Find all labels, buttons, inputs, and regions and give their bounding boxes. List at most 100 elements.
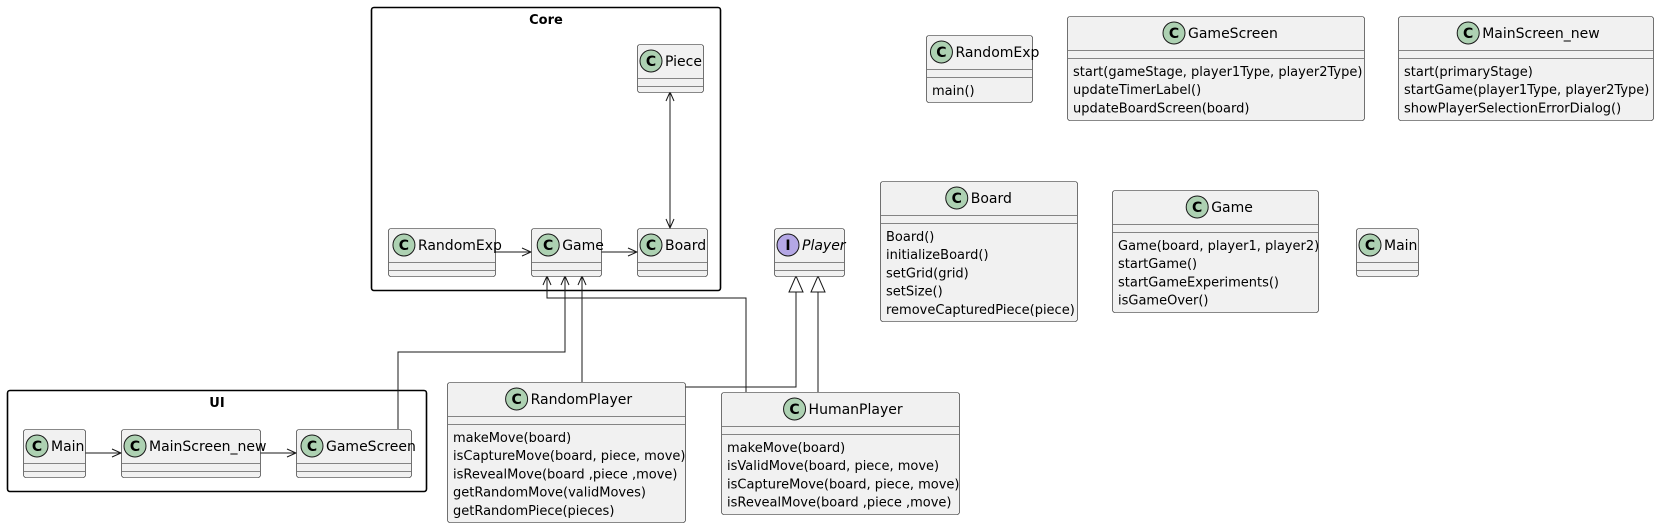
- class-name: Game: [562, 238, 604, 254]
- class-icon: [25, 434, 49, 458]
- class-name: Game: [1211, 200, 1253, 216]
- class-gamescreen: C GameScreen start(gameStage, player1Type,…: [1067, 16, 1365, 121]
- stereotype-letter: C: [1365, 238, 1375, 254]
- class-box: [1067, 16, 1365, 121]
- stereotype-letter: C: [1463, 26, 1473, 42]
- class-name: Piece: [665, 54, 702, 70]
- class-name: Board: [971, 191, 1012, 207]
- method: initializeBoard(): [886, 248, 989, 263]
- method: updateBoardScreen(board): [1073, 101, 1249, 116]
- class-name: MainScreen_new: [1482, 26, 1600, 42]
- method: setSize(): [886, 285, 943, 300]
- class-box: [721, 392, 960, 515]
- class-ui-main: C Main: [23, 429, 86, 478]
- realization-triangle: [810, 274, 826, 293]
- stereotype-letter: C: [789, 402, 799, 418]
- stereotype-letter: C: [130, 439, 140, 455]
- stereotype-letter: C: [32, 439, 42, 455]
- stereotype-letter: I: [785, 238, 790, 254]
- package-ui-title: UI: [209, 396, 224, 411]
- class-humanplayer: C HumanPlayer makeMove(board) isValidMove(b…: [721, 392, 960, 515]
- method: isCaptureMove(board, piece, move): [453, 449, 685, 464]
- class-icon: [123, 434, 147, 458]
- class-box: [388, 228, 496, 277]
- method: startGame(player1Type, player2Type): [1404, 83, 1649, 98]
- class-icon: [1162, 21, 1186, 45]
- class-box: [926, 35, 1033, 103]
- relation-randomplayer-player: [685, 292, 797, 388]
- class-name: Player: [802, 238, 847, 254]
- class-icon: [639, 49, 663, 73]
- arrowhead: [627, 247, 639, 257]
- class-name: RandomPlayer: [531, 392, 633, 408]
- package-core-frame: [370, 6, 722, 292]
- class-icon: [783, 397, 807, 421]
- stereotype-letter: C: [399, 238, 409, 254]
- method: isRevealMove(board ,piece ,move): [727, 496, 952, 511]
- method: makeMove(board): [727, 441, 845, 456]
- method: setGrid(grid): [886, 266, 969, 281]
- stereotype-letter: C: [646, 54, 656, 70]
- method: isRevealMove(board ,piece ,move): [453, 467, 678, 482]
- method: main(): [932, 84, 975, 99]
- realization-triangle: [788, 274, 804, 293]
- class-box: [1112, 190, 1319, 313]
- method: isValidMove(board, piece, move): [727, 459, 939, 474]
- stereotype-letter: C: [543, 238, 553, 254]
- class-ui-mainscreen: C MainScreen_new: [121, 429, 267, 478]
- method: isGameOver(): [1118, 294, 1209, 309]
- class-icon: [300, 434, 324, 458]
- class-mainscreen: C MainScreen_new start(primaryStage) startG…: [1398, 16, 1654, 121]
- interface-icon: [776, 233, 800, 257]
- method: isCaptureMove(board, piece, move): [727, 477, 959, 492]
- method: getRandomPiece(pieces): [453, 504, 614, 519]
- class-core-piece: C Piece: [637, 44, 704, 93]
- stereotype-letter: C: [1169, 26, 1179, 42]
- class-icon: [505, 387, 529, 411]
- class-name: Main: [51, 439, 84, 455]
- class-name: HumanPlayer: [809, 402, 903, 418]
- class-name: GameScreen: [1188, 26, 1278, 42]
- arrowhead: [286, 448, 298, 458]
- class-icon: [639, 233, 663, 257]
- class-icon: [536, 233, 560, 257]
- class-name: Board: [665, 238, 706, 254]
- stereotype-letter: C: [511, 392, 521, 408]
- class-name: MainScreen_new: [149, 439, 267, 455]
- class-core-randomexp: C RandomExp: [388, 228, 502, 277]
- stereotype-letter: C: [1192, 200, 1202, 216]
- method: showPlayerSelectionErrorDialog(): [1404, 101, 1621, 116]
- class-box: [121, 429, 261, 478]
- arrowhead: [665, 218, 675, 230]
- class-randomexp: C RandomExp main(): [926, 35, 1040, 103]
- class-icon: [1456, 21, 1480, 45]
- method: start(primaryStage): [1404, 65, 1533, 80]
- class-box: [296, 429, 412, 478]
- method: startGame(): [1118, 257, 1197, 272]
- class-name: RandomExp: [418, 238, 502, 254]
- class-icon: [929, 40, 953, 64]
- class-icon: [1358, 233, 1382, 257]
- class-name: GameScreen: [326, 439, 416, 455]
- relation-gamescreen-game: [397, 276, 566, 429]
- method: Game(board, player1, player2): [1118, 239, 1319, 254]
- method: removeCapturedPiece(piece): [886, 303, 1075, 318]
- method: start(gameStage, player1Type, player2Typ…: [1073, 65, 1362, 80]
- stereotype-letter: C: [307, 439, 317, 455]
- method: updateTimerLabel(): [1073, 83, 1201, 98]
- arrowhead: [111, 448, 123, 458]
- class-icon: [392, 233, 416, 257]
- class-name: RandomExp: [955, 45, 1039, 61]
- class-icon: [1185, 195, 1209, 219]
- stereotype-letter: C: [936, 45, 946, 61]
- class-player: I Player: [774, 228, 847, 277]
- method: Board(): [886, 230, 934, 245]
- package-core-title: Core: [529, 13, 563, 28]
- arrowhead: [521, 247, 533, 257]
